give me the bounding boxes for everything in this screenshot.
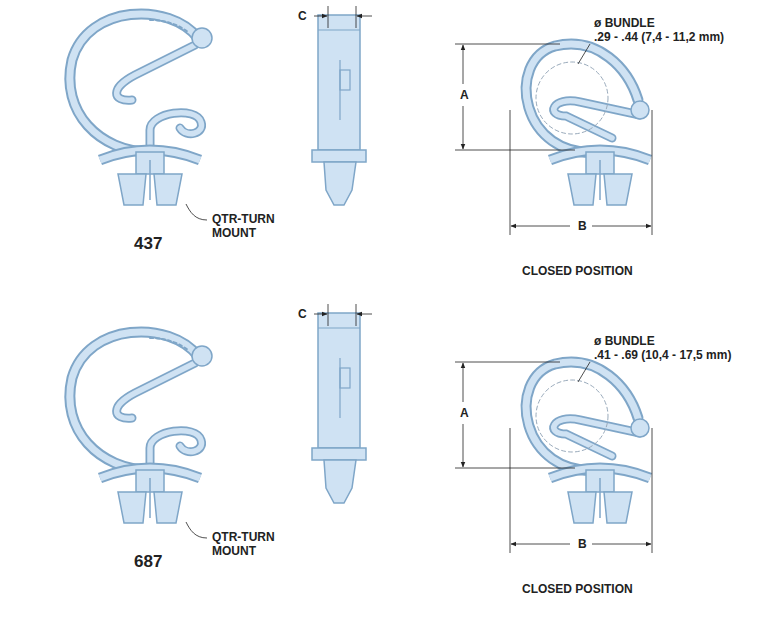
view-caption: CLOSED POSITION <box>522 264 633 278</box>
dimension-letter: C <box>298 9 307 23</box>
part-number: 437 <box>134 234 162 254</box>
bundle-range: .41 - .69 (10,4 - 17,5 mm) <box>594 348 731 362</box>
dimension-letter: A <box>458 88 471 102</box>
dimension-letter: B <box>576 219 589 233</box>
side-view <box>312 304 372 503</box>
dimension-letter: B <box>576 537 589 551</box>
closed-clamp <box>186 44 652 235</box>
part-number: 687 <box>134 552 162 572</box>
open-clamp <box>70 14 212 205</box>
open-clamp <box>70 332 212 523</box>
closed-clamp <box>186 362 652 553</box>
view-caption: CLOSED POSITION <box>522 582 633 596</box>
dimension-letter: C <box>298 307 307 321</box>
dimension-letter: A <box>458 406 471 420</box>
bundle-label: ø BUNDLE <box>594 334 655 348</box>
mount-label: QTR-TURN MOUNT <box>212 212 292 240</box>
mount-label: QTR-TURN MOUNT <box>212 530 292 558</box>
bundle-range: .29 - .44 (7,4 - 11,2 mm) <box>594 30 724 44</box>
side-view <box>312 6 372 205</box>
bundle-label: ø BUNDLE <box>594 16 655 30</box>
